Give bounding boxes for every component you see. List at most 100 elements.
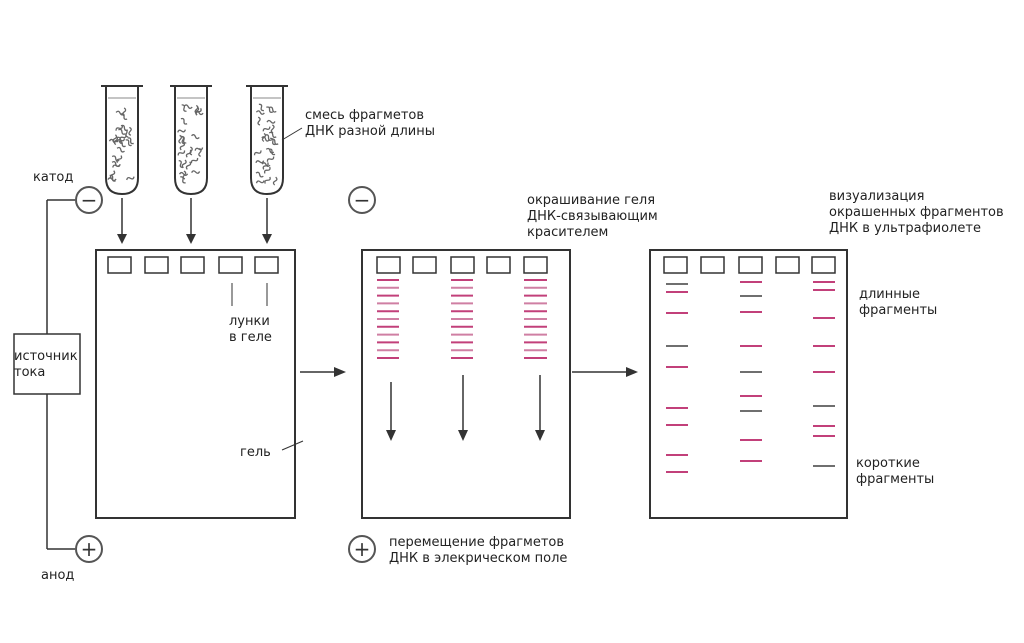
- gel-well-g1-3: [180, 256, 205, 274]
- label-visualization-line-1: визуализация: [829, 189, 925, 204]
- tube-to-well-arrows: [117, 198, 272, 244]
- dna-fragment-tube2-24: [195, 107, 202, 116]
- dna-fragment-tube1-21: [128, 126, 132, 136]
- power-circuit: [13, 199, 81, 550]
- dna-fragment-tube2-25: [191, 134, 200, 140]
- dna-fragment-tube2-23: [180, 176, 186, 184]
- test-tube-2: [170, 85, 212, 196]
- dna-fragment-tube1-18: [120, 113, 128, 121]
- label-visualization: визуализация окрашенных фрагментов ДНК в…: [829, 189, 1004, 237]
- step-arrow-1: [300, 367, 346, 377]
- dna-fragment-tube2-4: [178, 171, 189, 176]
- gel2-cathode-symbol: −: [348, 186, 376, 214]
- dna-fragment-tube3-7: [253, 150, 262, 156]
- dna-fragment-tube3-20: [261, 136, 270, 142]
- gel-well-g2-3: [450, 256, 475, 274]
- dna-fragment-tube1-25: [112, 163, 121, 168]
- gel-well-g1-2: [144, 256, 169, 274]
- label-short-fragments-line-1: короткие: [856, 456, 920, 471]
- dna-fragment-tube1-12: [127, 137, 134, 145]
- dna-fragment-tube1-10: [112, 134, 118, 144]
- migration-arrows: [386, 375, 545, 441]
- dna-fragment-tube1-23: [117, 136, 123, 144]
- label-power-source: источник тока: [14, 349, 78, 381]
- dna-fragment-tube3-15: [262, 162, 269, 170]
- dna-fragment-tube1-15: [109, 174, 116, 182]
- dna-fragment-tube1-16: [125, 139, 132, 147]
- dna-fragment-tube3-6: [257, 116, 261, 126]
- dna-fragment-tube1-4: [115, 125, 123, 131]
- label-visualization-line-3: ДНК в ультрафиолете: [829, 221, 981, 236]
- dna-fragment-tube3-8: [268, 148, 276, 156]
- dna-mix-leader: [281, 127, 303, 141]
- anode-plus-glyph: +: [81, 537, 98, 561]
- dna-fragment-tube1-14: [124, 129, 129, 138]
- gel-well-g3-5: [811, 256, 836, 274]
- dna-fragment-tube3-5: [264, 176, 271, 184]
- gel-well-g3-3: [738, 256, 763, 274]
- gel-leader: [281, 440, 304, 451]
- gel-3: [649, 249, 848, 519]
- dna-fragment-tube1-20: [116, 155, 123, 164]
- dna-fragment-tube2-1: [178, 134, 183, 144]
- dna-fragment-tube3-24: [265, 134, 272, 141]
- dna-fragment-tube3-22: [261, 162, 271, 168]
- label-dna-mix-line-2: ДНК разной длины: [305, 124, 435, 139]
- dna-fragment-tube2-20: [194, 147, 204, 151]
- label-movement: перемещение фрагметов ДНК в элекрическом…: [389, 535, 567, 567]
- dna-fragment-tube2-16: [181, 135, 185, 145]
- dna-fragment-tube1-19: [115, 110, 125, 116]
- dna-fragment-tube3-14: [266, 106, 274, 113]
- label-wells-line-2: в геле: [229, 330, 272, 345]
- label-movement-line-2: ДНК в элекрическом поле: [389, 551, 568, 566]
- dna-fragment-tube3-12: [266, 156, 275, 162]
- dna-fragment-tube3-18: [255, 110, 265, 115]
- dna-fragment-tube1-6: [111, 155, 120, 162]
- dna-fragment-tube2-8: [185, 161, 192, 170]
- dna-fragment-tube3-2: [268, 106, 277, 113]
- label-movement-line-1: перемещение фрагметов: [389, 535, 565, 550]
- label-wells: лунки в геле: [229, 314, 272, 346]
- dna-fragment-tube3-13: [263, 166, 271, 174]
- gel2-anode-symbol: +: [348, 535, 376, 563]
- dna-fragment-tube2-10: [180, 117, 188, 125]
- dna-fragments-in-tubes: [107, 103, 279, 186]
- dna-bands: [377, 279, 835, 473]
- dna-fragment-tube2-21: [177, 150, 186, 156]
- dna-fragment-tube1-22: [116, 138, 126, 143]
- gel-well-g3-4: [775, 256, 800, 274]
- dna-fragment-tube1-3: [109, 170, 116, 179]
- test-tube-3: [246, 85, 288, 196]
- dna-fragment-tube1-13: [118, 128, 126, 135]
- label-power-source-line-2: тока: [14, 365, 46, 380]
- dna-fragment-tube3-10: [255, 180, 265, 184]
- gel-1: [95, 249, 296, 519]
- dna-fragment-tube2-2: [178, 159, 183, 169]
- label-staining-line-1: окрашивание геля: [527, 193, 656, 208]
- dna-fragment-tube3-1: [262, 126, 271, 132]
- power-source-box: [13, 333, 81, 395]
- dna-fragment-tube2-15: [191, 170, 201, 174]
- label-short-fragments-line-2: фрагменты: [856, 472, 935, 487]
- dna-fragment-tube3-9: [265, 147, 275, 154]
- cathode-symbol: −: [75, 186, 103, 214]
- gel-well-g3-1: [663, 256, 688, 274]
- dna-fragment-tube1-2: [113, 136, 119, 146]
- dna-fragment-tube2-22: [198, 147, 202, 157]
- gel-well-g2-5: [523, 256, 548, 274]
- gel-well-g2-4: [486, 256, 511, 274]
- dna-fragment-tube1-1: [116, 146, 125, 153]
- label-visualization-line-2: окрашенных фрагментов: [829, 205, 1004, 220]
- label-cathode: катод: [33, 170, 74, 185]
- label-wells-line-1: лунки: [229, 314, 270, 329]
- dna-fragment-tube2-26: [177, 129, 186, 133]
- test-tube-1: [101, 85, 143, 196]
- gel-well-g1-5: [254, 256, 279, 274]
- dna-fragment-tube2-9: [183, 104, 193, 110]
- gel-2: [361, 249, 571, 519]
- label-staining: окрашивание геля ДНК-связывающим красите…: [527, 193, 658, 241]
- dna-fragment-tube2-18: [185, 149, 192, 158]
- dna-fragment-tube2-11: [181, 159, 187, 169]
- step-arrow-2: [572, 367, 638, 377]
